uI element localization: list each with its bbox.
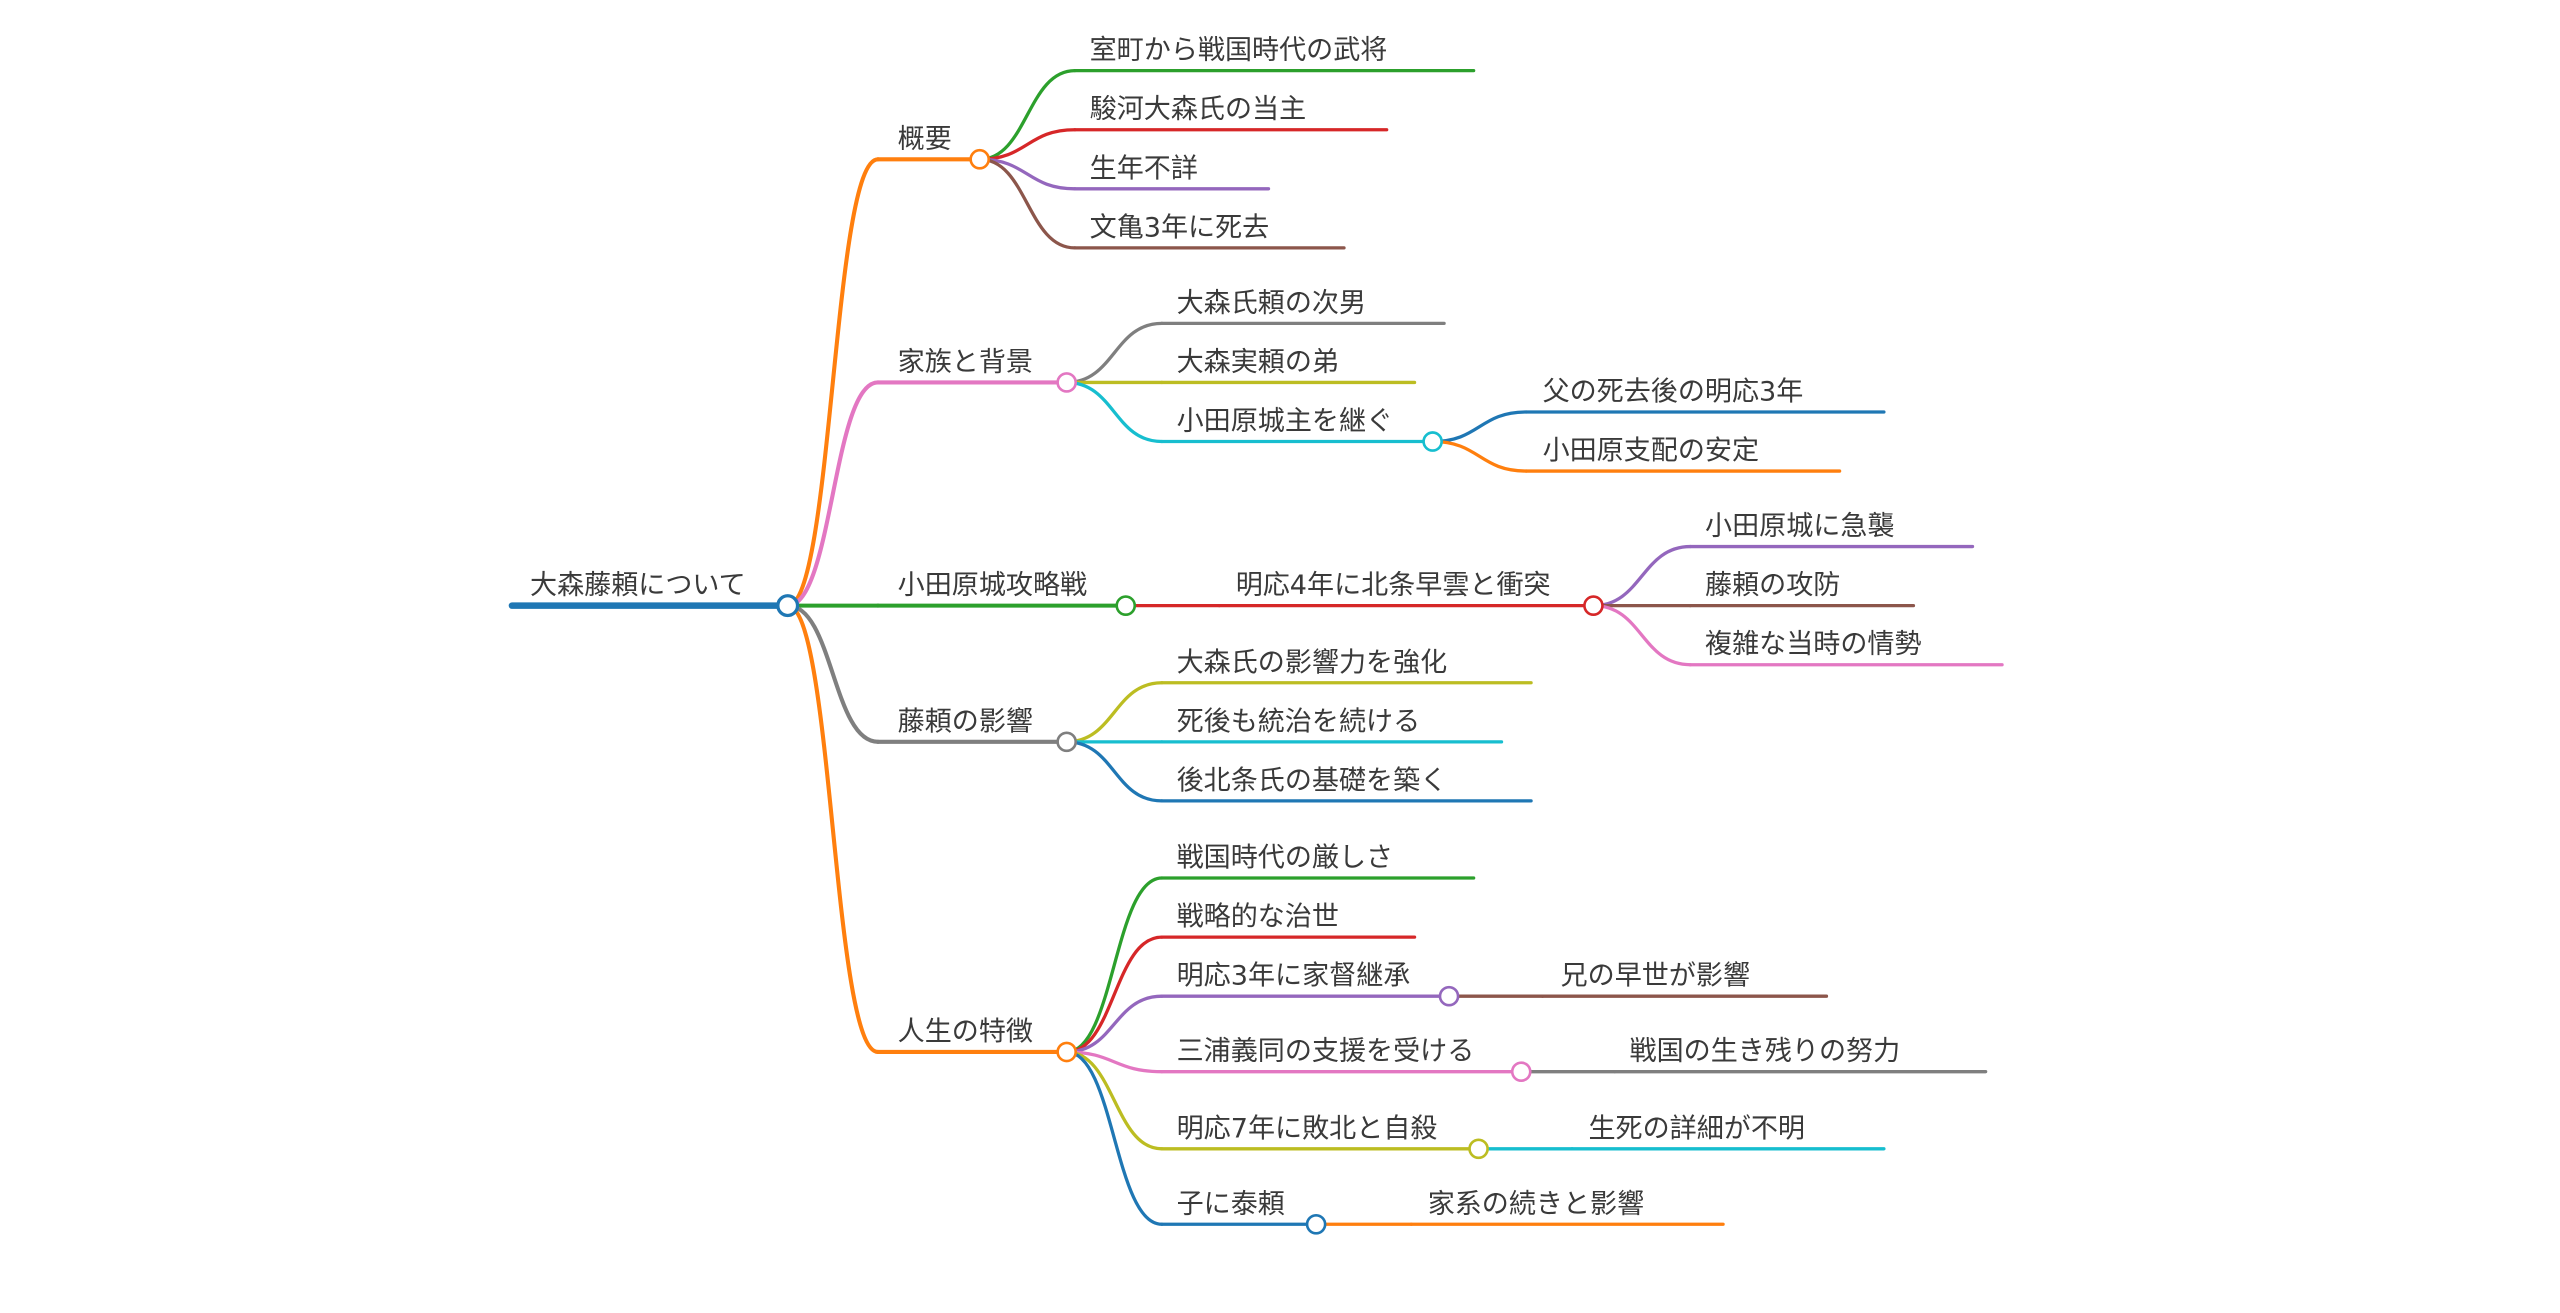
- mindmap-nodes: 大森藤頼について 概要 室町から戦国時代の武将駿河大森氏の当主生年不詳文亀3年に死去…: [530, 35, 1922, 1235]
- leaf-node-label[interactable]: 大森氏頼の次男: [1177, 288, 1366, 319]
- leaf-node-label[interactable]: 子に泰頼: [1177, 1189, 1285, 1220]
- mindmap-link: [1430, 410, 1528, 444]
- mindmap-link: [1591, 544, 1692, 608]
- collapse-toggle-circle[interactable]: [1468, 1138, 1489, 1160]
- leaf-node-label[interactable]: 兄の早世が影響: [1561, 961, 1750, 992]
- mindmap-link: [1065, 380, 1164, 444]
- leaf-node-label[interactable]: 小田原城に急襲: [1705, 511, 1894, 542]
- branch-node-label[interactable]: 人生の特徴: [898, 1017, 1033, 1048]
- mindmap-link: [1065, 740, 1164, 803]
- mindmap-link: [1065, 1050, 1164, 1151]
- leaf-node-label[interactable]: 大森氏の影響力を強化: [1177, 647, 1448, 678]
- mindmap-link: [1065, 876, 1164, 1054]
- leaf-node-label[interactable]: 駿河大森氏の当主: [1090, 94, 1307, 125]
- leaf-node-label[interactable]: 後北条氏の基礎を築く: [1177, 765, 1448, 796]
- mindmap-link: [978, 128, 1077, 161]
- mindmap-link: [785, 603, 880, 1055]
- mindmap-link: [1591, 603, 1692, 667]
- collapse-toggle-circle[interactable]: [1056, 731, 1078, 753]
- leaf-node-label[interactable]: 小田原城主を継ぐ: [1177, 406, 1394, 437]
- leaf-node-label[interactable]: 明応4年に北条早雲と衝突: [1236, 570, 1551, 601]
- leaf-node-label[interactable]: 生年不詳: [1090, 153, 1198, 184]
- leaf-node-label[interactable]: 三浦義同の支援を受ける: [1177, 1036, 1475, 1067]
- mindmap-link: [1065, 1050, 1164, 1226]
- leaf-node-label[interactable]: 明応3年に家督継承: [1177, 961, 1411, 992]
- leaf-node-label[interactable]: 明応7年に敗北と自殺: [1177, 1113, 1438, 1144]
- mindmap-link: [1065, 321, 1164, 385]
- collapse-toggle-circle[interactable]: [1056, 372, 1078, 393]
- mindmap-link: [1065, 1050, 1164, 1074]
- leaf-node-label[interactable]: 父の死去後の明応3年: [1543, 377, 1804, 408]
- branch-node-label[interactable]: 藤頼の影響: [898, 706, 1033, 737]
- collapse-toggle-circle[interactable]: [1056, 1041, 1078, 1063]
- mindmap-link: [1065, 935, 1164, 1054]
- collapse-toggle-circle[interactable]: [1422, 431, 1443, 452]
- leaf-node-label[interactable]: 家系の続きと影響: [1428, 1189, 1645, 1220]
- branch-node-label[interactable]: 概要: [898, 124, 952, 155]
- collapse-toggle-circle[interactable]: [1115, 595, 1137, 616]
- leaf-node-label[interactable]: 戦略的な治世: [1177, 902, 1339, 933]
- mindmap-link: [785, 603, 880, 744]
- branch-node-label[interactable]: 家族と背景: [898, 347, 1033, 378]
- leaf-node-label[interactable]: 複雑な当時の情勢: [1705, 629, 1922, 660]
- leaf-node-label[interactable]: 小田原支配の安定: [1543, 436, 1760, 467]
- mindmap-link: [785, 380, 880, 608]
- collapse-toggle-circle[interactable]: [1583, 595, 1604, 616]
- leaf-node-label[interactable]: 戦国の生き残りの努力: [1630, 1036, 1901, 1067]
- leaf-node-label[interactable]: 藤頼の攻防: [1705, 570, 1840, 601]
- collapse-toggle-circle[interactable]: [969, 148, 991, 170]
- collapse-toggle-circle[interactable]: [776, 594, 800, 618]
- mindmap-links: [508, 69, 2004, 1226]
- mindmap-link: [978, 157, 1077, 250]
- mindmap-link: [1065, 681, 1164, 744]
- collapse-toggle-circle[interactable]: [1438, 985, 1460, 1007]
- collapse-toggle-circle[interactable]: [1305, 1213, 1327, 1235]
- leaf-node-label[interactable]: 死後も統治を続ける: [1177, 706, 1421, 737]
- mindmap-link: [978, 69, 1077, 161]
- root-node-label[interactable]: 大森藤頼について: [530, 570, 746, 601]
- collapse-toggle-circle[interactable]: [1510, 1061, 1532, 1083]
- leaf-node-label[interactable]: 大森実頼の弟: [1177, 347, 1339, 378]
- branch-node-label[interactable]: 小田原城攻略戦: [898, 570, 1087, 601]
- leaf-node-label[interactable]: 室町から戦国時代の武将: [1090, 35, 1388, 66]
- mindmap-link: [978, 157, 1077, 191]
- leaf-node-label[interactable]: 戦国時代の厳しさ: [1177, 843, 1394, 874]
- leaf-node-label[interactable]: 生死の詳細が不明: [1589, 1113, 1806, 1144]
- leaf-node-label[interactable]: 文亀3年に死去: [1090, 212, 1270, 243]
- mindmap-link: [1430, 439, 1528, 473]
- mindmap-link: [1065, 994, 1164, 1054]
- mindmap-link: [785, 157, 880, 608]
